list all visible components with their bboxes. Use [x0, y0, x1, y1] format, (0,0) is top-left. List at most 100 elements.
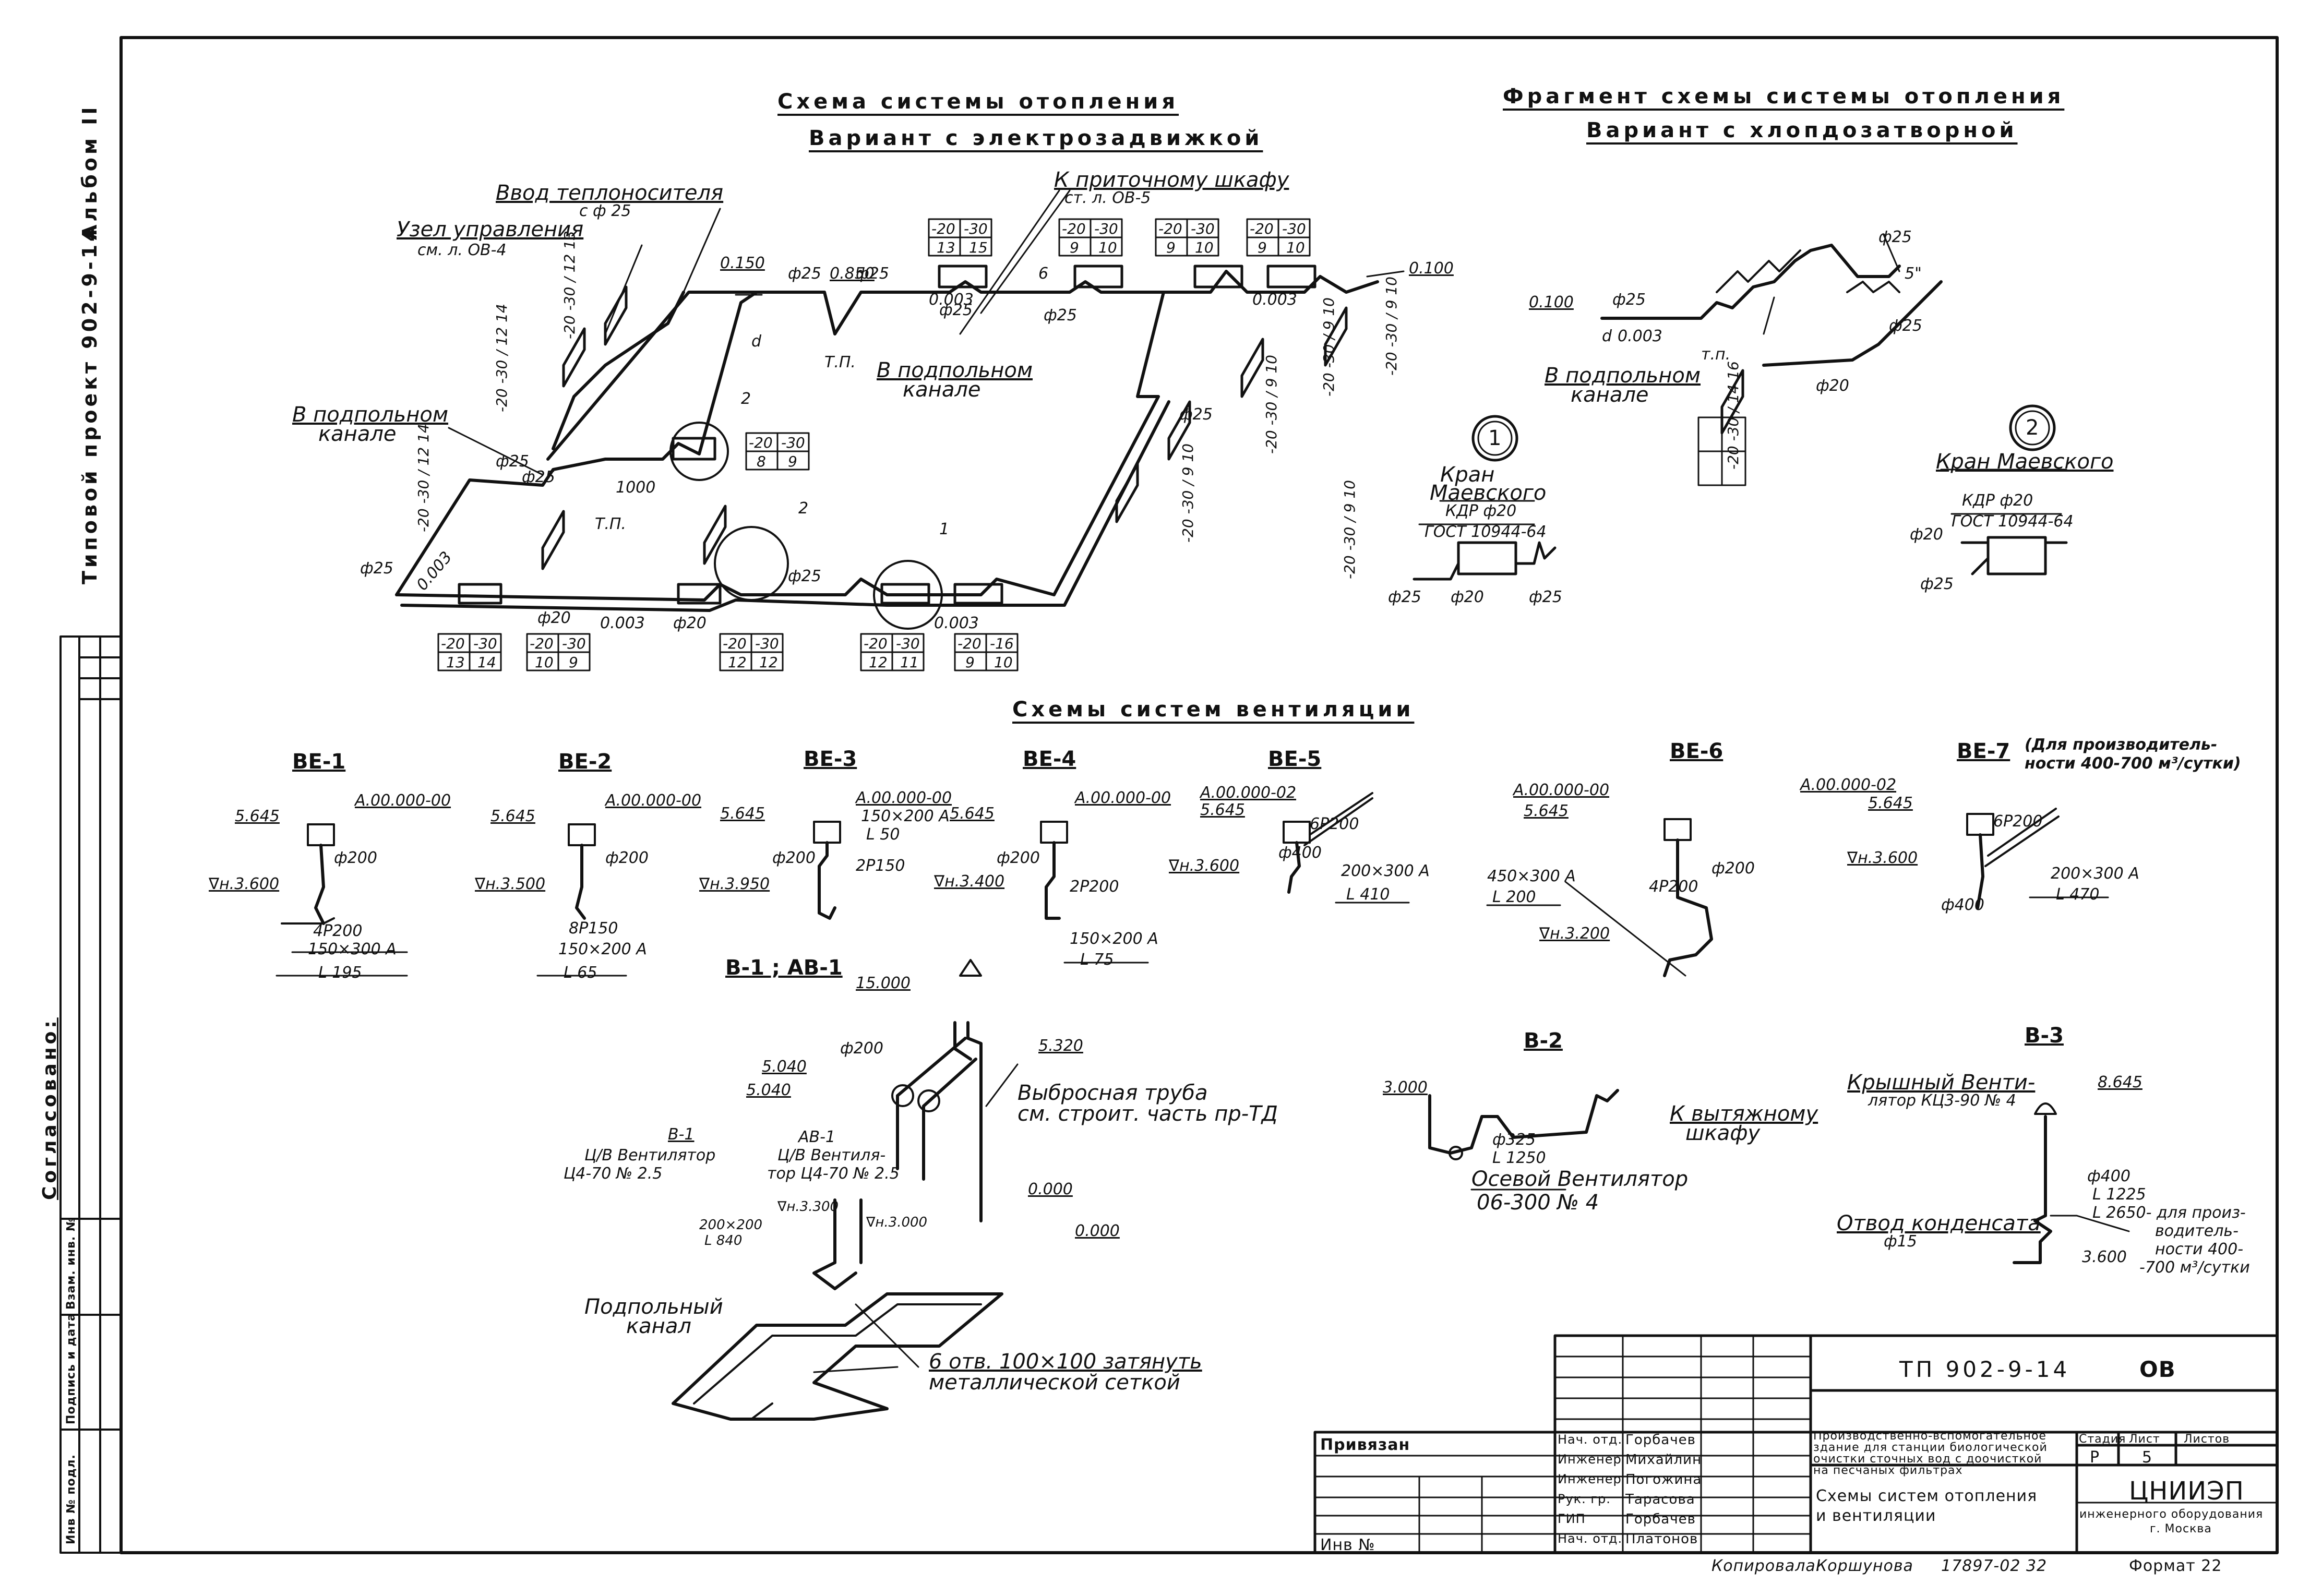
rb11: -20 -30 / 12 14	[493, 304, 510, 412]
rb6-d: 14	[477, 654, 496, 671]
b3-note-3: -700 м³/сутки	[2139, 1258, 2250, 1277]
elev-0003-a: 0.003	[929, 291, 974, 309]
rb5-c: 8	[757, 453, 766, 470]
detail2-circle	[2009, 404, 2056, 451]
rb17-d: 10	[1320, 297, 1337, 316]
ve3-nelev: ∇н.3.950	[699, 875, 770, 893]
tb-name-1: Горбачев	[1625, 1432, 1696, 1448]
ve2-code: А.00.000-00	[605, 791, 702, 810]
frag-podpol: В подпольном	[1545, 364, 1701, 388]
rb9-c: 12	[869, 654, 888, 671]
b1-exhaust-2: см. строит. часть пр-ТД	[1018, 1102, 1278, 1126]
soglasovano-label: Согласовано:	[39, 1017, 61, 1200]
ve6-name: ВЕ-6	[1670, 739, 1724, 763]
frag-dia-3: ф20	[1816, 377, 1849, 395]
ve3-elev: 5.645	[720, 805, 765, 823]
fragment-subtitle: Вариант с хлопдозатворной	[1586, 118, 2018, 142]
left-stamp-strip	[59, 635, 122, 1554]
rb1-c: 13	[937, 239, 955, 256]
vent-title: Схемы систем вентиляции	[1012, 698, 1415, 722]
ve2-len: L 65	[564, 964, 597, 982]
rb17-a: -20	[1320, 373, 1337, 397]
rb16-b: -30	[1263, 401, 1280, 426]
ve6-len: L 200	[1492, 888, 1536, 906]
frag-dia-4: ф25	[1889, 317, 1922, 335]
frag-box-c: 14	[1725, 384, 1742, 403]
label-uzel-ref: см. л. ОВ-4	[417, 241, 507, 259]
ve1-nelev: ∇н.3.600	[209, 875, 280, 893]
ve5-grille: 6Р200	[1310, 815, 1359, 833]
elev-0150: 0.150	[720, 254, 765, 272]
rb15-a: -20	[1179, 519, 1196, 543]
rb7-a: -20	[530, 635, 554, 652]
ve3-dia: ф200	[772, 849, 816, 867]
b2-dia: ф325	[1492, 1131, 1536, 1149]
rb1-b: -30	[964, 220, 988, 237]
label-tp-1: Т.П.	[824, 353, 856, 371]
b1-chan-2: канал	[626, 1314, 691, 1338]
dia-6: ф20	[537, 609, 571, 627]
b1-elev-5040b: 5.040	[746, 1081, 791, 1099]
detail1-gost: ГОСТ 10944-64	[1425, 523, 1547, 541]
fragment-pipe	[1600, 244, 1901, 320]
dia-8: ф25	[360, 559, 393, 578]
heating-pipe-left	[395, 291, 758, 596]
rb3-c: 9	[1166, 239, 1176, 256]
rb14-c: 9	[1341, 503, 1358, 513]
dia-10: ф25	[522, 468, 555, 486]
ve7-elev: 5.645	[1868, 794, 1913, 812]
rb8-a: -20	[723, 635, 747, 652]
b3-len1: L 1225	[2092, 1185, 2146, 1204]
rb5-d: 9	[788, 453, 797, 470]
tb-order: 17897-02 32	[1941, 1557, 2048, 1575]
detail1-name1: Кран	[1440, 463, 1495, 487]
tb-role-5: ГИП	[1558, 1511, 1586, 1526]
callout-circle-2b	[714, 526, 789, 601]
rb7-d: 9	[569, 654, 578, 671]
ve5-elev: 5.645	[1200, 801, 1245, 819]
rb8-b: -30	[755, 635, 779, 652]
rb1-a: -20	[931, 220, 955, 237]
rb7-c: 10	[535, 654, 554, 671]
heating-pipe-top	[739, 280, 1165, 335]
frag-podpolb: канале	[1571, 383, 1649, 407]
b3-note-2: ности 400-	[2155, 1240, 2244, 1258]
b3-elev2: 3.600	[2082, 1248, 2127, 1266]
ve4-name: ВЕ-4	[1023, 747, 1076, 771]
rb15: -20 -30 / 9 10	[1179, 443, 1196, 543]
detail1-num: 1	[1488, 426, 1502, 450]
rb10-d: 10	[994, 654, 1013, 671]
ve2-elev: 5.645	[490, 807, 535, 825]
rb18-c: 9	[1383, 299, 1400, 309]
label-podpol-2: В подпольном	[877, 358, 1033, 382]
ab1-fan-b: тор Ц4-70 № 2.5	[767, 1165, 900, 1183]
b3-name: В-3	[2025, 1024, 2064, 1048]
tb-sheet-code: ОВ	[2139, 1357, 2176, 1382]
detail1-d-right: ф25	[1529, 588, 1562, 606]
album-label: Альбом II	[78, 104, 101, 240]
dia-3: ф25	[1179, 405, 1213, 424]
dia-2: ф25	[1044, 306, 1077, 325]
rb3-a: -20	[1158, 220, 1182, 237]
ve6-duct: 450×300 А	[1487, 867, 1576, 885]
dia-1: ф25	[788, 265, 821, 283]
ve6-nelev: ∇н.3.200	[1539, 925, 1610, 943]
rb6-a: -20	[441, 635, 465, 652]
tb-name-5: Горбачев	[1625, 1511, 1696, 1527]
b1-fan-a: Ц/В Вентилятор	[584, 1146, 716, 1165]
rb12-b: -30	[561, 286, 578, 311]
ve2-grille: 8Р150	[569, 919, 618, 938]
ve7-code: А.00.000-02	[1800, 776, 1897, 794]
frag-elev-0003: 0.003	[1618, 327, 1662, 345]
ve3-name: ВЕ-3	[804, 747, 857, 771]
ve4-duct: 150×200 А	[1070, 930, 1158, 948]
ve4-nelev: ∇н.3.400	[934, 872, 1005, 891]
rb11-a: -20	[493, 388, 510, 412]
rb18-d: 10	[1383, 277, 1400, 295]
frag-box-d: 16	[1725, 361, 1742, 380]
stamp-col-1: Инв № подл.	[65, 1454, 78, 1544]
tb-privyazan: Привязан	[1320, 1436, 1410, 1454]
tb-desc-1: Производственно-вспомогательное	[1813, 1430, 2046, 1443]
b3-drain-2: ф15	[1884, 1232, 1917, 1251]
ve7-name: ВЕ-7	[1957, 739, 2010, 763]
